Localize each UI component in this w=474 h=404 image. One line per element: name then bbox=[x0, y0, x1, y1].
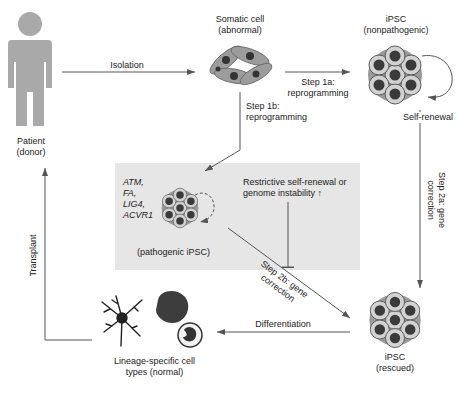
node-label: Patient (donor) bbox=[2, 136, 60, 158]
node-label: Lineage-specific cell types (normal) bbox=[112, 356, 197, 378]
patient-silhouette bbox=[8, 12, 52, 126]
edge-label: Step 1b: reprogramming bbox=[246, 101, 310, 123]
edge-label: Step 1a: reprogramming bbox=[286, 77, 350, 99]
edge-label: Isolation bbox=[97, 60, 157, 71]
somatic-cells bbox=[206, 42, 275, 89]
drawing-part bbox=[183, 327, 196, 341]
node-label: ATM, FA, LIG4, ACVR1 bbox=[123, 177, 157, 221]
shaded-panel-fill bbox=[115, 163, 360, 270]
edge-label: Differentiation bbox=[243, 319, 323, 330]
node-label: Somatic cell (abnormal) bbox=[205, 14, 275, 36]
pathogenic-ipsc-node: ATM, FA, LIG4, ACVR1 (pathogenic iPSC) bbox=[121, 171, 228, 265]
node-label: iPSC (nonpathogenic) bbox=[358, 14, 434, 36]
ipsc-node: iPSC (nonpathogenic) bbox=[350, 14, 442, 110]
drawing-part bbox=[222, 56, 230, 64]
pathogenic-colony bbox=[162, 188, 199, 227]
arrow-connector bbox=[228, 228, 350, 318]
dark-cell bbox=[156, 291, 188, 323]
node-label: Restrictive self-renewal or genome insta… bbox=[243, 177, 355, 199]
somatic-cell-node: Somatic cell (abnormal) bbox=[195, 14, 285, 92]
arrow-connector bbox=[420, 110, 421, 288]
inhibition-line bbox=[282, 202, 294, 267]
arrow-connector bbox=[45, 168, 92, 340]
rescued-ipsc-node: iPSC (rescued) bbox=[350, 288, 440, 376]
lymphocyte bbox=[178, 323, 202, 347]
lineage-cells-node: Lineage-specific cell types (normal) bbox=[92, 282, 217, 386]
arrow-connector bbox=[285, 72, 350, 73]
shaded-panel: Restrictive self-renewal or genome insta… bbox=[115, 163, 360, 270]
drawing-part bbox=[246, 52, 254, 60]
inhibition-bar bbox=[282, 267, 294, 269]
node-label: iPSC (rescued) bbox=[370, 352, 420, 374]
drawing-part bbox=[216, 52, 260, 80]
neuron bbox=[102, 296, 142, 346]
arrow-connector bbox=[217, 332, 350, 333]
drawing-part bbox=[206, 42, 275, 89]
inhibition-stem bbox=[288, 202, 289, 267]
rescued-colony bbox=[369, 292, 420, 347]
edge-label: Step 2a: gene correction bbox=[425, 154, 447, 246]
drawing-part bbox=[117, 313, 127, 323]
self-renewal-loop bbox=[422, 56, 452, 98]
drawing-part bbox=[237, 59, 275, 88]
drawing-part bbox=[178, 323, 202, 347]
restricted-loop bbox=[195, 193, 214, 222]
drawing-part bbox=[230, 72, 238, 80]
drawing-part bbox=[253, 71, 260, 78]
nonpathogenic-colony bbox=[368, 46, 422, 104]
arrow-connector bbox=[62, 72, 195, 73]
edge-label: Transplant bbox=[28, 224, 39, 286]
drawing-part bbox=[8, 40, 52, 126]
edge-label: Step 2b: gene correction bbox=[240, 250, 321, 318]
node-label: (pathogenic iPSC) bbox=[121, 247, 226, 258]
drawing-part bbox=[18, 12, 42, 36]
arrow-connector bbox=[205, 92, 240, 171]
drawing-part bbox=[216, 67, 221, 72]
patient-node: Patient (donor) bbox=[2, 8, 62, 168]
connector-group bbox=[45, 72, 420, 340]
note-label: Self-renewal bbox=[396, 112, 460, 123]
